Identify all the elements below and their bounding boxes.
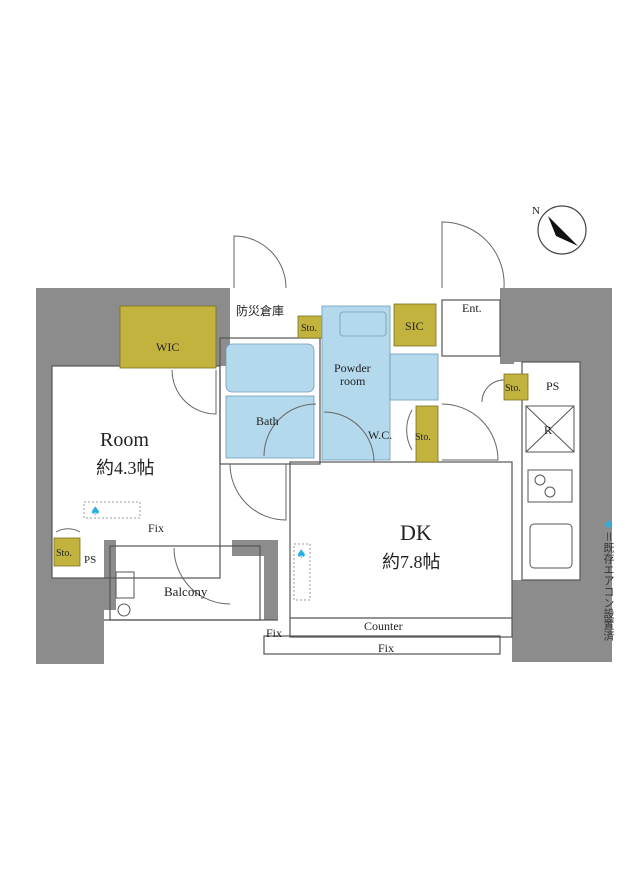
compass-needle	[548, 216, 578, 246]
wall-balcony-right	[264, 556, 278, 620]
wall-bottom-right	[512, 580, 612, 662]
wall-top-right-block	[514, 288, 612, 362]
aircon-legend-text: ＝既存エアコン設置済	[602, 531, 615, 641]
storage-label-wc: Sto.	[415, 432, 431, 443]
fix-label-bottom: Fix	[378, 641, 394, 655]
dk-outline	[289, 461, 513, 638]
wic-label: WIC	[156, 340, 179, 354]
dk-size: 約7.8帖	[382, 552, 441, 572]
counter-label: Counter	[364, 619, 403, 633]
dk-label: DK	[400, 520, 432, 545]
doors	[55, 221, 505, 605]
powder-room-label-1: Powder	[334, 361, 371, 375]
powder-room-label-2: room	[340, 374, 366, 388]
kitchen-sink	[529, 523, 573, 569]
kitchen-fixtures	[115, 405, 575, 617]
wic-block	[119, 305, 217, 369]
door-room	[229, 463, 287, 521]
entrance-label: Ent.	[462, 301, 482, 315]
wall-top-right	[500, 288, 514, 364]
door-balcony	[173, 547, 231, 605]
bathtub	[225, 343, 315, 393]
door-disaster-storage	[233, 235, 287, 289]
bath-label: Bath	[256, 414, 279, 428]
room-labels: Room 約4.3帖 DK 約7.8帖 WIC Bath Powder room…	[56, 301, 559, 655]
door-storage-wc	[406, 409, 413, 451]
door-entrance	[441, 221, 505, 289]
storage-block-right	[503, 373, 529, 401]
ps-label-left: PS	[84, 554, 96, 566]
compass-north-label: N	[532, 205, 540, 217]
room-label: Room	[100, 429, 149, 451]
washing-machine-pan	[389, 353, 439, 401]
fridge-cross-b	[525, 405, 575, 453]
sic-label: SIC	[405, 319, 424, 333]
fix-label-room: Fix	[148, 521, 164, 535]
door-storage-room	[55, 528, 81, 533]
door-bath	[263, 403, 317, 457]
aircon-dk-box	[293, 543, 311, 601]
door-wic	[171, 369, 217, 415]
storage-blocks	[53, 303, 529, 567]
entrance-outline	[441, 299, 501, 357]
aircon-room-box	[83, 501, 141, 519]
outdoor-unit	[115, 571, 135, 599]
ps-label-right: PS	[546, 379, 559, 393]
aircon-room-icon: ♠	[90, 504, 101, 518]
wall-bottom-left	[36, 578, 104, 664]
storage-label-room: Sto.	[56, 548, 72, 559]
fix-label-corner: Fix	[266, 626, 282, 640]
storage-label-top: Sto.	[301, 323, 317, 334]
bath-outline	[219, 337, 321, 465]
wall-balcony-top	[232, 540, 278, 556]
room-size: 約4.3帖	[96, 458, 155, 478]
storage-label-right: Sto.	[505, 383, 521, 394]
drain	[117, 603, 131, 617]
wc-label: W.C.	[368, 428, 392, 442]
sic-block	[393, 303, 437, 347]
burner-2	[544, 486, 556, 498]
aircon-legend: ♠＝既存エアコン設置済	[598, 518, 616, 641]
structural-walls	[36, 288, 612, 664]
door-dk	[441, 403, 499, 461]
compass: N	[532, 205, 587, 255]
aircon-legend-symbol: ♠	[602, 518, 615, 531]
fix-window-outline	[263, 635, 501, 655]
refrigerator-space	[525, 405, 575, 453]
disaster-storage-label: 防災倉庫	[236, 303, 284, 318]
stove	[527, 469, 573, 503]
aircon-dk-icon: ♠	[296, 547, 307, 561]
refrigerator-label: R	[544, 423, 552, 437]
balcony-outline	[109, 545, 261, 621]
storage-block-wc	[415, 405, 439, 463]
aircon-indicators: ♠ ♠	[83, 501, 311, 601]
kitchen-outline	[521, 361, 581, 581]
burner-1	[534, 474, 546, 486]
door-wc	[323, 411, 375, 463]
washbasin	[339, 311, 387, 337]
storage-block-room	[53, 537, 81, 567]
door-storage-right	[481, 379, 505, 403]
balcony-label: Balcony	[164, 584, 208, 599]
